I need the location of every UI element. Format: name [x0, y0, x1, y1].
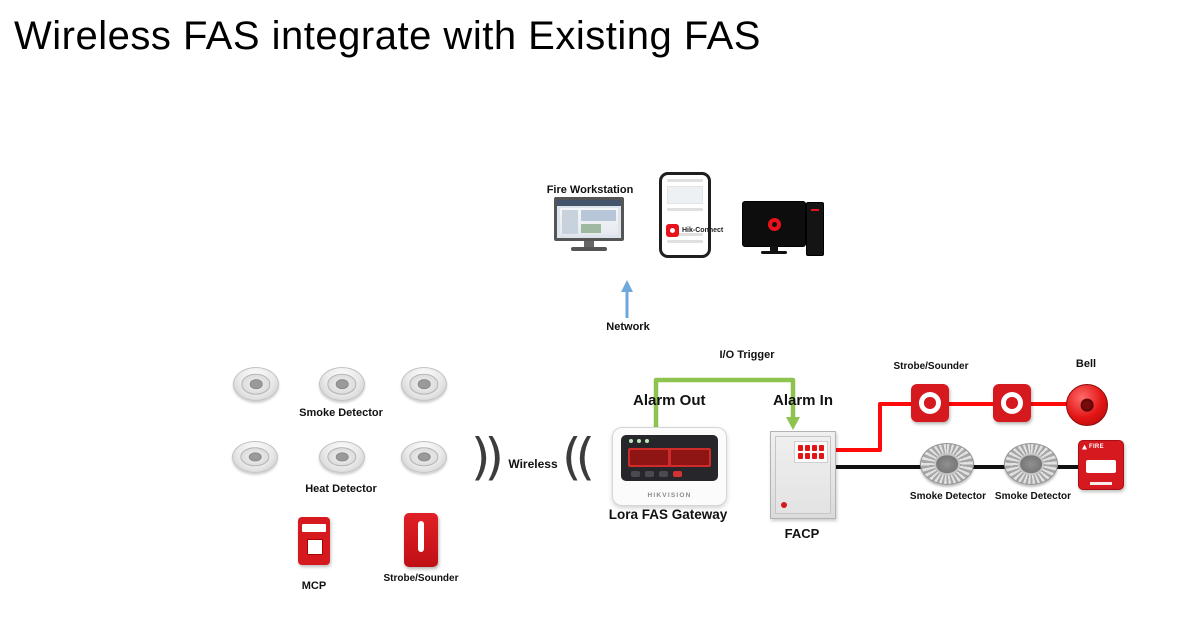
- bell-label: Bell: [1075, 358, 1097, 370]
- page-title: Wireless FAS integrate with Existing FAS: [14, 14, 761, 58]
- lora-gateway-device: HIKVISION: [612, 427, 727, 506]
- call-point-panel: [1085, 460, 1117, 473]
- smoke-detector-right-label-1: Smoke Detector: [909, 491, 987, 502]
- workstation-screen: [554, 197, 624, 241]
- bell-hub: [1080, 398, 1094, 412]
- detector-center: [417, 452, 431, 462]
- facp-logo-dot: [781, 502, 787, 508]
- mcp-break-glass: [306, 539, 324, 556]
- strobe-core: [924, 397, 936, 409]
- gateway-lcd-display: [628, 448, 711, 467]
- detector-center: [248, 452, 262, 462]
- phone-icon: Hik-Connect: [659, 172, 723, 258]
- strobe-sounder-icon: [911, 384, 949, 422]
- smoke-detector-icon: [1004, 443, 1058, 485]
- strobe-sounder-icon: [993, 384, 1031, 422]
- brand-logo-icon: [767, 217, 781, 231]
- workstation-screen-content: [560, 208, 618, 235]
- strobe-sounder-right-label: Strobe/Sounder: [893, 361, 969, 372]
- phone-screen-line: [667, 233, 703, 236]
- phone-screen-image: [667, 186, 703, 204]
- network-arrow-head-icon: [621, 280, 633, 292]
- smoke-detector-label: Smoke Detector: [299, 407, 383, 419]
- detector-center: [417, 379, 431, 389]
- alarm-in-label: Alarm In: [773, 392, 834, 409]
- bell-icon: [1066, 384, 1108, 426]
- smoke-detector-icon: [920, 443, 974, 485]
- desktop-monitor: [742, 201, 806, 247]
- gateway-screen: [621, 435, 718, 481]
- hik-connect-row: Hik-Connect: [666, 224, 723, 237]
- wireless-waves-right-icon: ((: [562, 428, 595, 486]
- monitor-base: [571, 247, 607, 251]
- facp-label: FACP: [784, 526, 820, 541]
- detector-center: [249, 379, 263, 389]
- facp-device: [770, 431, 836, 519]
- desktop-tower: [806, 202, 824, 256]
- gateway-buttons: [631, 471, 682, 477]
- heat-detector-label: Heat Detector: [305, 483, 377, 495]
- alarm-out-label: Alarm Out: [633, 392, 706, 409]
- phone-screen-line: [667, 208, 703, 211]
- gateway-label: Lora FAS Gateway: [608, 507, 728, 522]
- smoke-detector-icon: [401, 367, 447, 401]
- strobe-sounder-label: Strobe/Sounder: [383, 573, 459, 584]
- detector-center: [335, 379, 349, 389]
- gateway-status-leds: [629, 439, 649, 443]
- mcp-icon: [298, 517, 330, 565]
- io-trigger-arrow-line: [653, 377, 796, 427]
- detector-center: [1018, 453, 1044, 475]
- network-label: Network: [606, 321, 650, 333]
- mcp-label-band: [301, 523, 327, 533]
- desktop-monitor-base: [761, 251, 787, 254]
- strobe-sounder-icon: [404, 513, 438, 567]
- strobe-core: [1006, 397, 1018, 409]
- call-point-bar: [1090, 481, 1112, 485]
- strobe-ring: [918, 391, 942, 415]
- call-point-text: FIRE: [1089, 444, 1104, 450]
- heat-detector-icon: [319, 441, 365, 473]
- flame-icon: [1082, 444, 1087, 450]
- gateway-brand: HIKVISION: [647, 492, 692, 499]
- fire-call-point-icon: FIRE: [1078, 440, 1124, 490]
- io-trigger-arrow-head-icon: [786, 417, 800, 430]
- heat-detector-icon: [401, 441, 447, 473]
- smoke-detector-right-label-2: Smoke Detector: [994, 491, 1072, 502]
- detector-center: [335, 452, 349, 462]
- red-notification-wire: [836, 402, 1086, 452]
- phone-screen-line: [667, 240, 703, 243]
- strobe-ring: [1000, 391, 1024, 415]
- detector-center: [934, 453, 960, 475]
- mcp-label: MCP: [301, 580, 327, 592]
- facp-indicator-panel: [794, 441, 828, 463]
- fire-workstation-label: Fire Workstation: [546, 184, 634, 196]
- monitor-neck: [584, 241, 594, 247]
- phone-screen-line: [667, 179, 703, 182]
- strobe-slot: [418, 521, 424, 553]
- workstation-screen-titlebar: [557, 200, 621, 206]
- desktop-computer-icon: [742, 201, 824, 259]
- smoke-detector-icon: [233, 367, 279, 401]
- fire-workstation-monitor-icon: [554, 197, 624, 251]
- call-point-header: FIRE: [1082, 444, 1104, 450]
- io-trigger-label: I/O Trigger: [719, 349, 775, 361]
- hik-connect-app-icon: [666, 224, 679, 237]
- hik-connect-label: Hik-Connect: [682, 227, 724, 234]
- desktop-monitor-neck: [770, 246, 778, 251]
- wireless-label: Wireless: [508, 457, 558, 471]
- smoke-detector-icon: [319, 367, 365, 401]
- heat-detector-icon: [232, 441, 278, 473]
- wireless-waves-left-icon: )): [471, 428, 504, 486]
